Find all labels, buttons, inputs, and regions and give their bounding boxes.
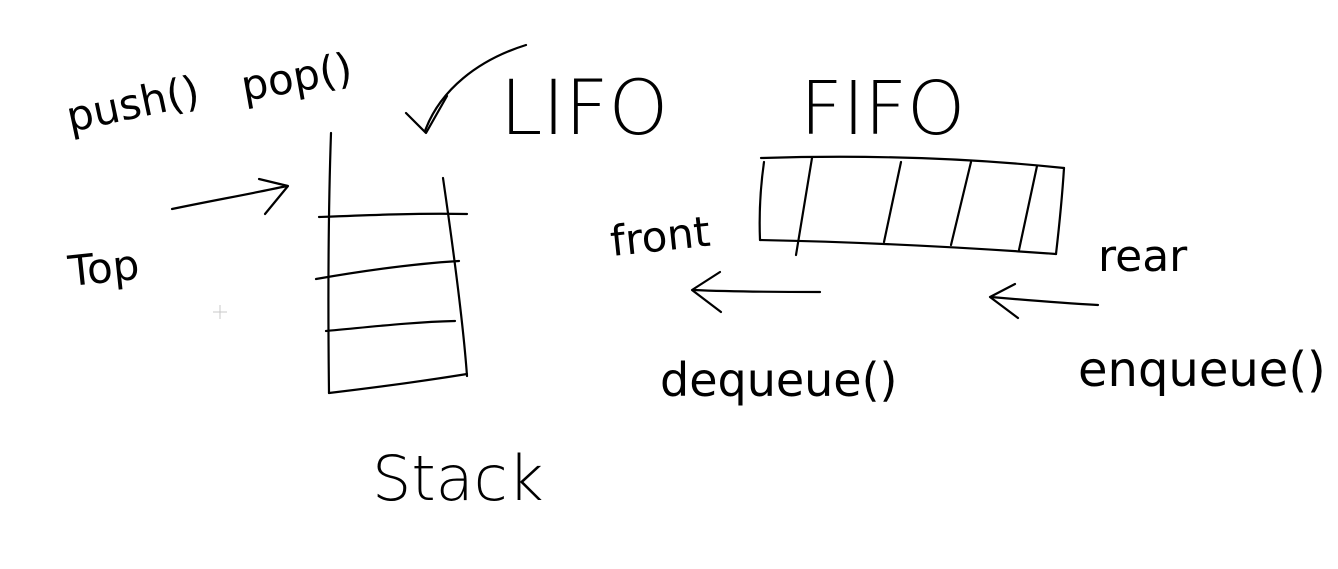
queue-divider	[794, 156, 814, 257]
queue-right-edge	[1054, 166, 1066, 256]
dequeue-label: dequeue()	[660, 353, 898, 407]
queue-divider	[882, 160, 903, 244]
enqueue-label: enqueue()	[1078, 342, 1326, 398]
enqueue-arrow-shaft	[989, 295, 1100, 307]
lifo-arrow-head	[404, 94, 449, 135]
queue-divider	[949, 160, 973, 247]
top-arrow-shaft	[170, 184, 289, 211]
stack-right-wall	[441, 176, 469, 378]
queue-bottom-edge	[758, 238, 1058, 256]
queue-diagram: FIFO front rear dequeue() enqueue()	[608, 66, 1326, 407]
queue-left-edge	[758, 160, 766, 242]
top-label: Top	[65, 240, 142, 296]
stack-bottom	[327, 372, 469, 395]
dequeue-arrow-shaft	[691, 288, 822, 294]
lifo-label: LIFO	[500, 63, 668, 152]
stack-slot-line	[317, 212, 469, 219]
dequeue-arrow-head	[690, 270, 723, 314]
stack-left-wall	[327, 131, 333, 395]
fifo-label: FIFO	[800, 66, 965, 152]
lifo-arrow-curve	[423, 43, 528, 133]
push-label: push()	[62, 66, 204, 142]
top-arrow-head	[257, 177, 290, 216]
enqueue-arrow-head	[988, 282, 1020, 320]
stack-diagram: push() pop() LIFO Top Stack	[62, 43, 668, 515]
front-label: front	[608, 207, 712, 266]
stack-title: Stack	[372, 442, 544, 515]
cursor-crosshair	[213, 305, 227, 319]
rear-label: rear	[1098, 231, 1188, 282]
queue-divider	[1017, 164, 1039, 252]
stack-slot-line	[324, 319, 457, 333]
pop-label: pop()	[237, 43, 356, 111]
queue-top-edge	[759, 155, 1066, 170]
stack-slot-line	[314, 259, 461, 281]
